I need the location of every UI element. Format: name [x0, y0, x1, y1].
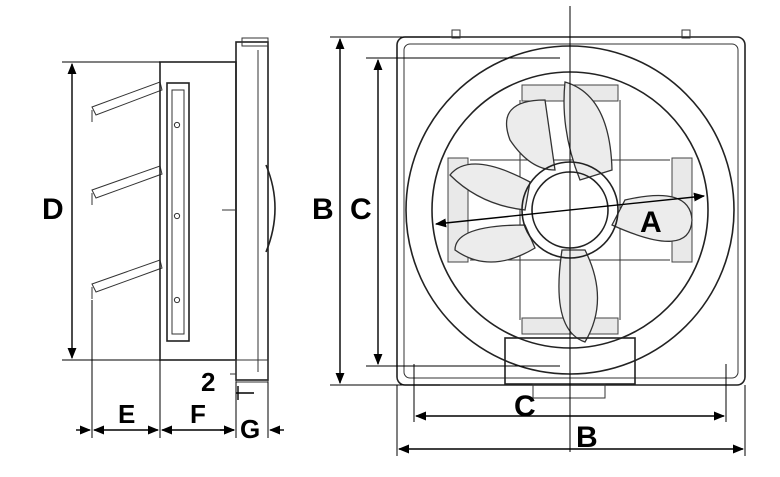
label-e: E [118, 399, 135, 429]
side-view [91, 37, 276, 383]
dimension-c-horizontal: C [413, 364, 727, 423]
front-frame-flange [235, 41, 269, 381]
screw-icon [173, 212, 181, 220]
label-g: G [240, 414, 260, 444]
shutter-louvers [91, 81, 163, 299]
motor-dome [265, 164, 276, 253]
screw-icon [173, 296, 181, 304]
label-b-vertical: B [312, 193, 334, 226]
label-a: A [640, 206, 662, 239]
shutter-housing [159, 61, 237, 361]
side-rail [166, 82, 190, 342]
dimension-b-horizontal: B [396, 385, 746, 456]
label-b-horizontal: B [576, 421, 598, 454]
label-c-horizontal: C [514, 390, 536, 423]
depth-dimensions: E F G 2 [76, 300, 284, 444]
dimension-a: A [434, 192, 706, 239]
dimension-b-vertical: B [312, 36, 440, 386]
label-f: F [190, 399, 206, 429]
label-c-vertical: C [350, 193, 372, 226]
front-view [396, 6, 746, 452]
dimension-c-vertical: C [350, 57, 560, 367]
dimension-d: D [42, 61, 160, 361]
screw-icon [173, 121, 181, 129]
label-d: D [42, 193, 64, 226]
front-frame-outer [396, 36, 746, 386]
label-2: 2 [201, 367, 215, 397]
